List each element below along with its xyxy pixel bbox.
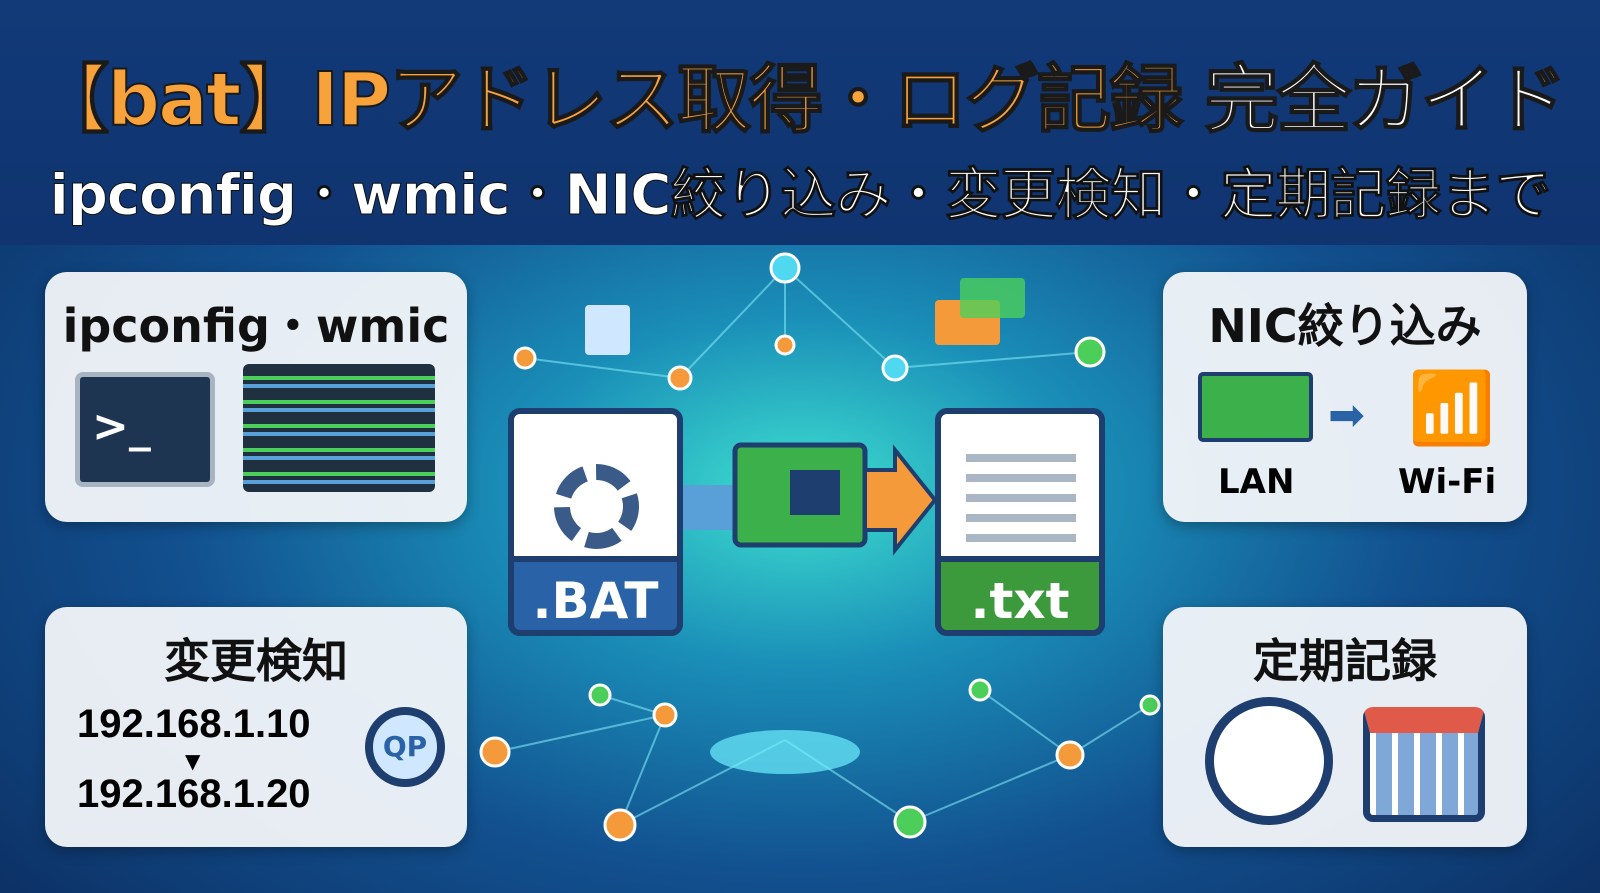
page-title: 【bat】IPアドレス取得・ログ記録 完全ガイド (34, 56, 1568, 144)
bat-label: .BAT (508, 556, 683, 636)
text-lines (966, 454, 1076, 554)
arrow-icon (863, 444, 938, 556)
card-detect: 変更検知 192.168.1.10 ▼ 192.168.1.20 QP (45, 607, 467, 847)
calendar-icon (1363, 707, 1485, 822)
clock-icon (1205, 697, 1333, 825)
network-nodes (479, 252, 1161, 842)
arrow-right-icon: ➡ (1328, 390, 1365, 441)
txt-label: .txt (935, 556, 1105, 636)
document-icon (585, 305, 630, 355)
mail-icon (960, 278, 1025, 318)
header: 【bat】IPアドレス取得・ログ記録 完全ガイド ipconfig・wmic・N… (0, 0, 1600, 245)
magnifier-icon: QP (365, 707, 445, 787)
data-portal (710, 730, 860, 774)
arrow-down-icon: ▼ (185, 749, 201, 773)
lan-card-icon (1198, 372, 1313, 442)
wifi-label: Wi-Fi (1398, 462, 1497, 502)
ip-old: 192.168.1.10 (77, 702, 311, 746)
card-schedule: 定期記録 (1163, 607, 1527, 847)
page-subtitle: ipconfig・wmic・NIC絞り込み・変更検知・定期記録まで (49, 163, 1552, 229)
bat-file-icon: .BAT (508, 408, 683, 636)
terminal-icon: >_ (75, 372, 215, 487)
txt-file-icon: .txt (935, 408, 1105, 636)
code-editor-icon (243, 364, 435, 492)
ip-new: 192.168.1.20 (77, 772, 311, 816)
gear-icon (554, 464, 639, 549)
card-tools: ipconfig・wmic >_ (45, 272, 467, 522)
card-nic: NIC絞り込み ➡ 📶 LAN Wi-Fi (1163, 272, 1527, 522)
lan-label: LAN (1218, 462, 1295, 502)
wifi-icon: 📶 (1408, 367, 1496, 449)
